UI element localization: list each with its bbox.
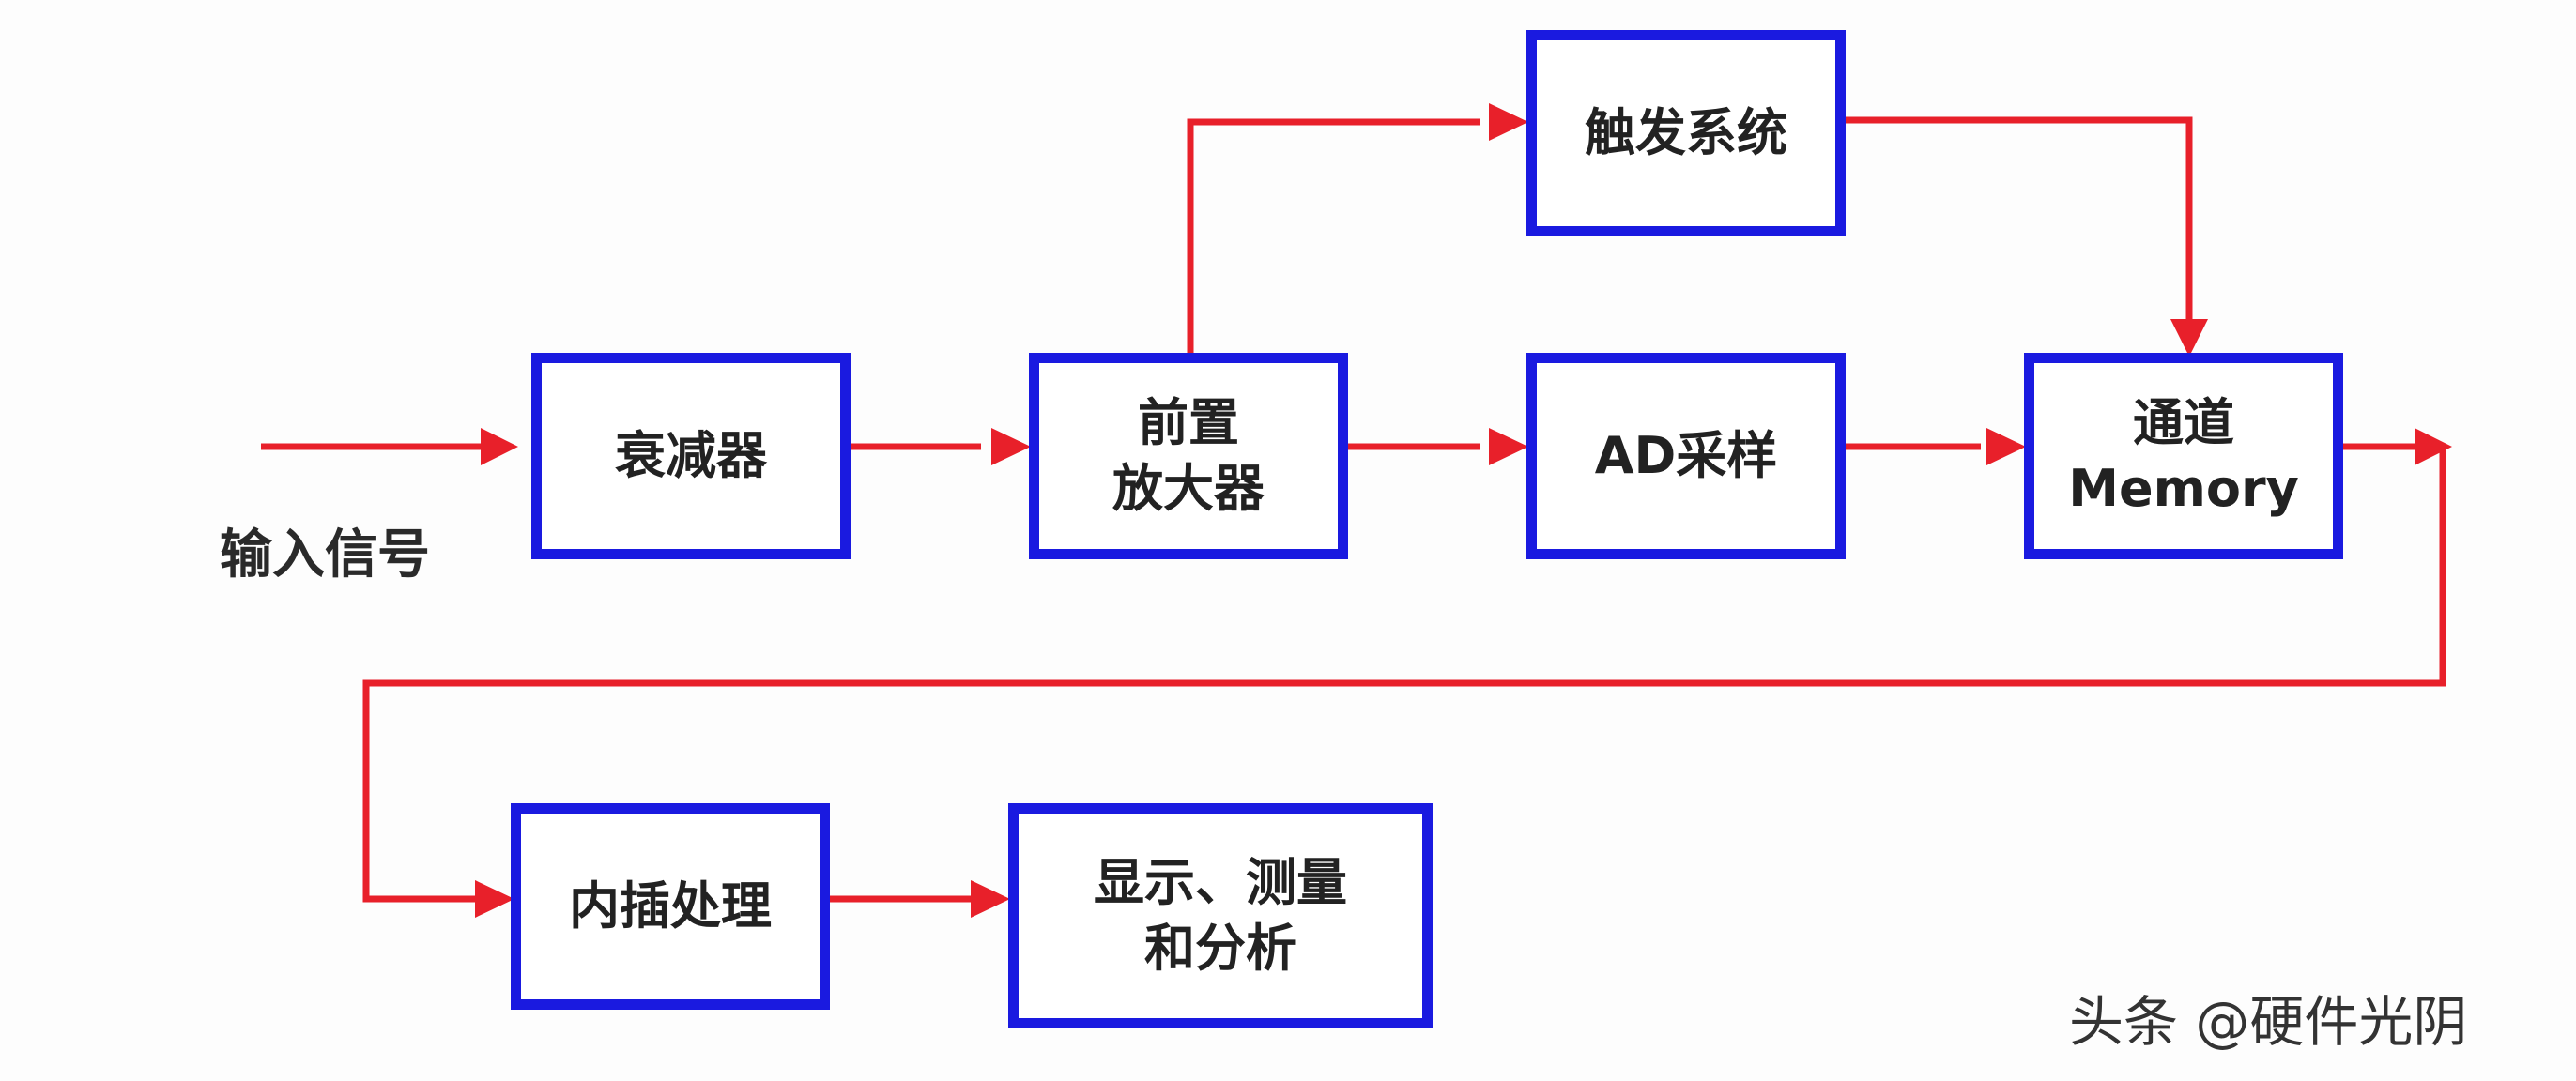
trigger-block: 触发系统 (1526, 30, 1846, 236)
arrowhead-attenuator (481, 428, 518, 465)
memory-block: 通道 Memory (2024, 353, 2343, 559)
input-signal-label: 输入信号 (220, 525, 430, 586)
attenuator-label: 衰减器 (615, 425, 767, 485)
wire-preamp-to-trigger (1187, 118, 1480, 355)
preamp-block: 前置 放大器 (1029, 353, 1348, 559)
arrowhead-interp (475, 880, 514, 918)
arrowhead-memory-top (2170, 319, 2208, 357)
preamp-label-line1: 前置 (1138, 392, 1239, 452)
arrowhead-trigger (1489, 103, 1528, 141)
watermark-text: 头条 @硬件光阴 (2069, 990, 2468, 1054)
attenuator-block: 衰减器 (531, 353, 851, 559)
trigger-label: 触发系统 (1585, 102, 1787, 162)
interpolation-label: 内插处理 (569, 875, 772, 936)
display-measure-block: 显示、测量 和分析 (1008, 803, 1433, 1028)
wire-memory-to-interp (362, 443, 2446, 903)
arrowhead-display (971, 880, 1010, 918)
preamp-label-line2: 放大器 (1112, 459, 1265, 518)
interpolation-block: 内插处理 (511, 803, 830, 1010)
display-label-line2: 和分析 (1144, 919, 1296, 978)
adc-label: AD采样 (1594, 425, 1778, 485)
adc-block: AD采样 (1526, 353, 1846, 559)
arrowhead-memory-out (2415, 428, 2452, 465)
arrowhead-adc (1489, 428, 1528, 465)
arrowhead-preamp (991, 428, 1031, 465)
arrowhead-memory-side (1986, 428, 2026, 465)
memory-label-line1: 通道 (2133, 392, 2234, 452)
memory-label-line2: Memory (2068, 459, 2299, 518)
display-label-line1: 显示、测量 (1094, 852, 1347, 912)
wire-trigger-to-memory (1846, 116, 2193, 338)
